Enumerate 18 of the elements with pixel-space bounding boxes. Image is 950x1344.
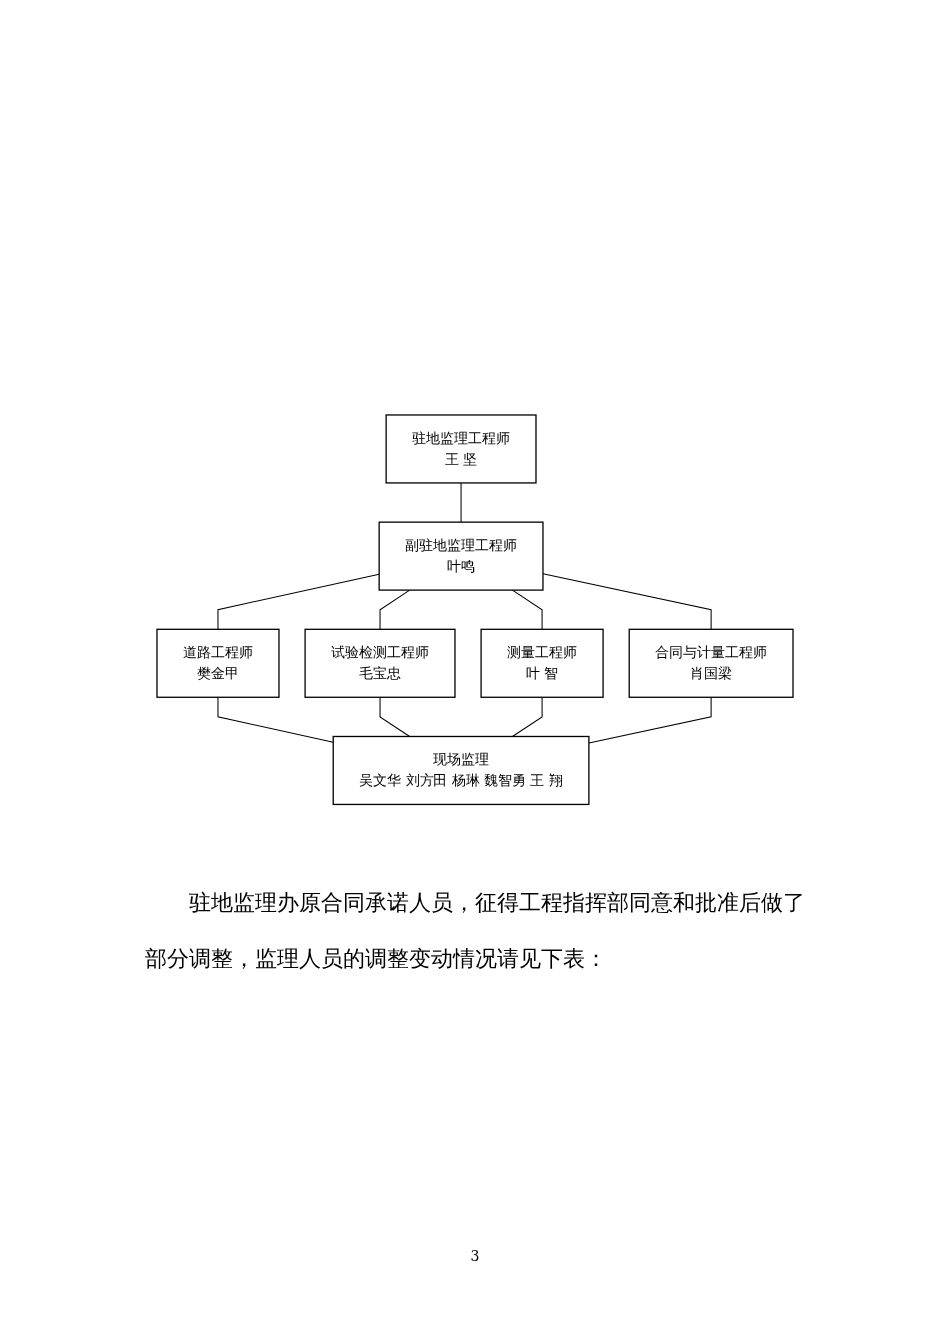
- connector: [460, 482, 462, 523]
- node-box: 驻地监理工程师 王 坚: [385, 414, 537, 484]
- connector: [511, 697, 543, 738]
- node-box: 副驻地监理工程师 叶鸣: [378, 521, 544, 592]
- connector: [511, 589, 543, 631]
- connector: [379, 589, 411, 631]
- connector: [588, 697, 712, 744]
- connector: [542, 573, 712, 631]
- node-box: 现场监理 吴文华 刘方田 杨琳 魏智勇 王 翔: [332, 736, 590, 806]
- connector: [217, 697, 334, 744]
- connector: [379, 697, 411, 738]
- body-paragraph: 驻地监理办原合同承诺人员，征得工程指挥部同意和批准后做了部分调整，监理人员的调整变动情况请见下表：: [145, 889, 806, 973]
- node-box: 测量工程师 叶 智: [480, 628, 604, 699]
- connector: [217, 573, 380, 631]
- node-box: 试验检测工程师 毛宝忠: [304, 628, 456, 699]
- page-number: 3: [469, 1248, 481, 1264]
- node-box: 合同与计量工程师 肖国梁: [628, 628, 794, 699]
- node-box: 道路工程师 樊金甲: [156, 628, 280, 699]
